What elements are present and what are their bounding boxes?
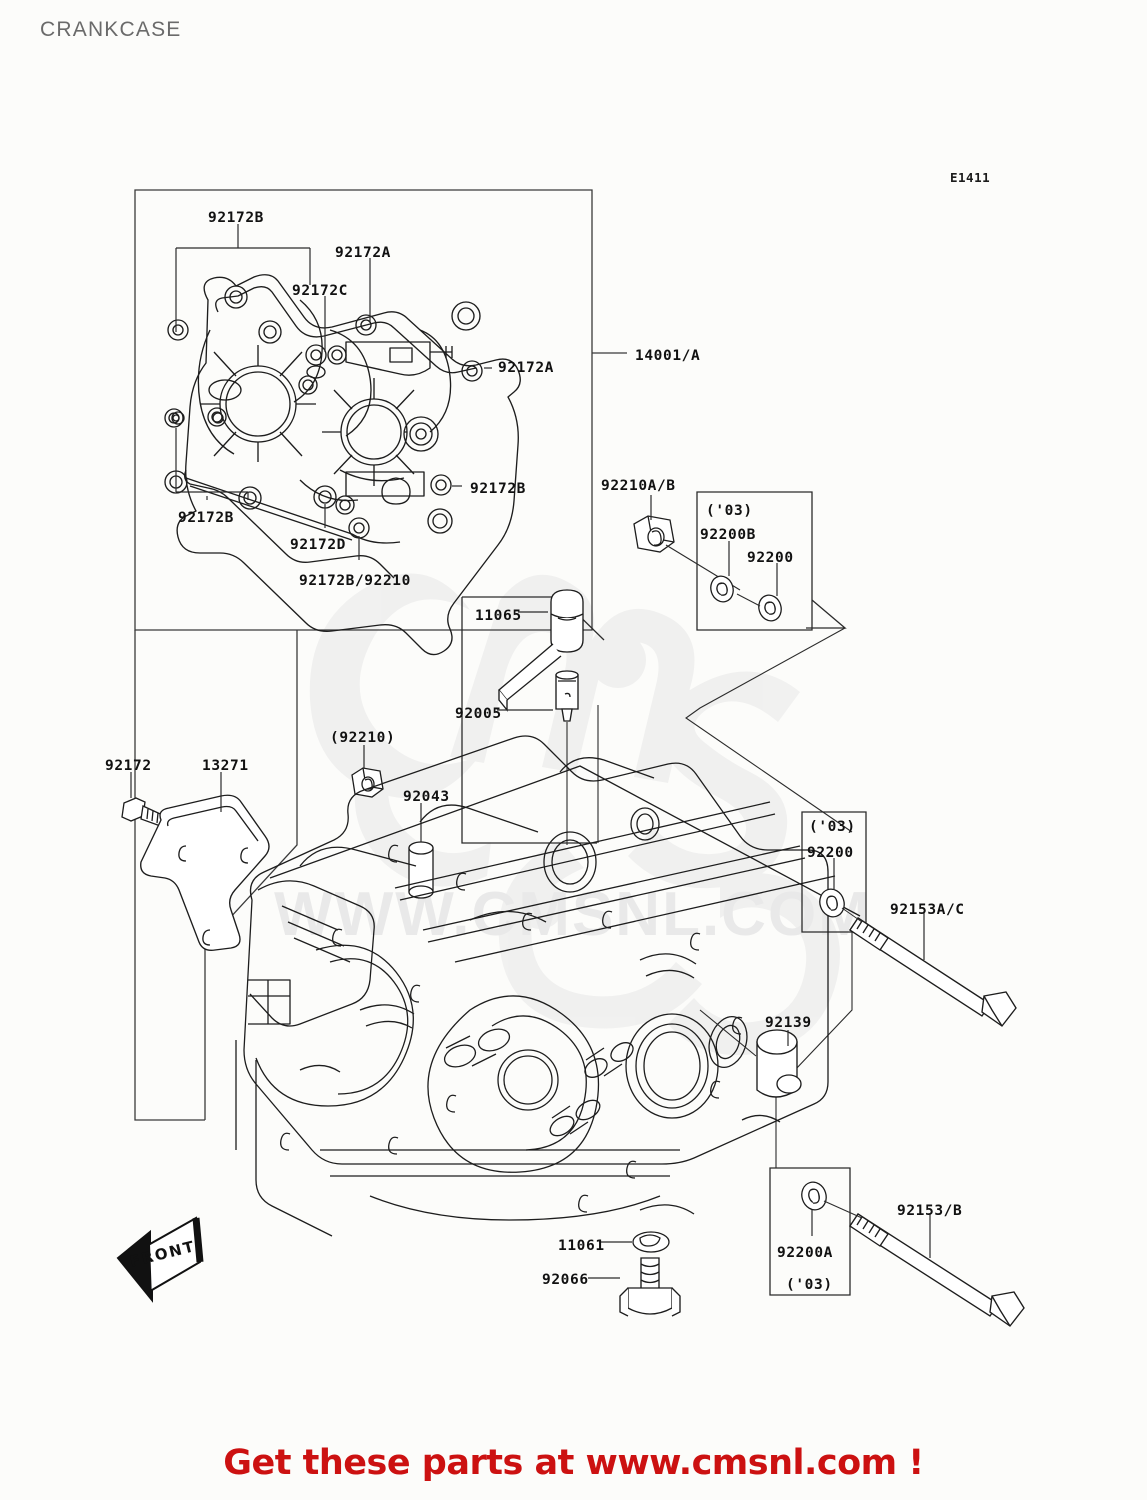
pin-92043-drawing xyxy=(408,841,434,899)
front-marker: FRONT xyxy=(112,1212,208,1290)
crankcase-body-drawing xyxy=(235,735,861,1237)
front-marker-label: FRONT xyxy=(127,1237,198,1271)
callout-washer-b: 92200B xyxy=(700,527,756,543)
bolt-92153b-drawing xyxy=(849,1213,1025,1327)
gasket-11061-drawing xyxy=(632,1231,670,1253)
group-routing-right xyxy=(597,627,853,1168)
callout-bolt-long-lower: 92153/B xyxy=(897,1203,963,1219)
washer-92200-upper-drawing xyxy=(758,594,782,622)
cap-11065-drawing xyxy=(498,589,584,712)
callout-washer-upper: 92200 xyxy=(747,550,794,566)
crankcase-half-drawing xyxy=(164,274,521,656)
svg-text:WWW.CMSNL.COM: WWW.CMSNL.COM xyxy=(274,880,872,949)
leader-washer-link xyxy=(736,593,761,607)
callout-cap: 11065 xyxy=(475,608,522,624)
callout-year-note-03-lower: ('03) xyxy=(786,1277,833,1293)
fitting-92005-drawing xyxy=(555,670,579,722)
callout-bolt-lower-center: 92172D xyxy=(290,537,346,553)
group-box-washer-lower xyxy=(769,1167,851,1296)
callout-plug: 92066 xyxy=(542,1272,589,1288)
callout-year-note-03-upper: ('03) xyxy=(706,503,753,519)
leaders-inset xyxy=(175,224,492,560)
callout-bolt-and-nut-bottom: 92172B/92210 xyxy=(299,573,411,589)
callout-nut-optional: (92210) xyxy=(330,730,396,746)
callout-gasket: 11061 xyxy=(558,1238,605,1254)
callout-crankcase-assembly: 14001/A xyxy=(635,348,701,364)
plug-92066-drawing xyxy=(619,1257,681,1317)
callout-nut-upper-right: 92210A/B xyxy=(601,478,676,494)
leader-bolt-washer-link-lower xyxy=(823,1200,863,1219)
callout-washer-a: 92200A xyxy=(777,1245,833,1261)
washer-92200b-drawing xyxy=(710,575,734,603)
callout-washer-right: 92200 xyxy=(807,845,854,861)
footer-note: Get these parts at www.cmsnl.com ! xyxy=(223,1443,924,1483)
page-title: CRANKCASE xyxy=(40,18,182,41)
callout-bolt-right: 92172A xyxy=(498,360,554,376)
leader-bolt-washer-link xyxy=(841,907,863,923)
callout-bushing: 92139 xyxy=(765,1015,812,1031)
callout-bolt-long-upper: 92153A/C xyxy=(890,902,965,918)
washer-92200-right-drawing xyxy=(819,888,845,918)
watermark-text: WWW.CMSNL.COM xyxy=(274,880,872,949)
callout-bolt-upper-inner: 92172C xyxy=(292,283,348,299)
washer-92200a-drawing xyxy=(801,1181,827,1211)
bushing-92139-drawing xyxy=(756,1029,802,1098)
nut-92210ab-drawing xyxy=(633,515,675,553)
leader-92139-to-case xyxy=(699,1009,757,1057)
plate-13271-drawing xyxy=(140,794,270,951)
callout-year-note-03-right: ('03) xyxy=(809,819,856,835)
callout-pin: 92043 xyxy=(403,789,450,805)
callout-bolt-lower-right: 92172B xyxy=(470,481,526,497)
callout-fitting: 92005 xyxy=(455,706,502,722)
callout-bolt-upper-left-group: 92172B xyxy=(208,210,264,226)
bolt-92153ac-drawing xyxy=(849,917,1017,1027)
nut-92210-drawing xyxy=(351,767,384,798)
callout-bolt-upper-center: 92172A xyxy=(335,245,391,261)
callout-bolt-lower-left-group: 92172B xyxy=(178,510,234,526)
callout-bolt-left: 92172 xyxy=(105,758,152,774)
callout-plate: 13271 xyxy=(202,758,249,774)
sheet-code: E1411 xyxy=(950,170,991,185)
front-arrow-icon xyxy=(116,1216,204,1303)
